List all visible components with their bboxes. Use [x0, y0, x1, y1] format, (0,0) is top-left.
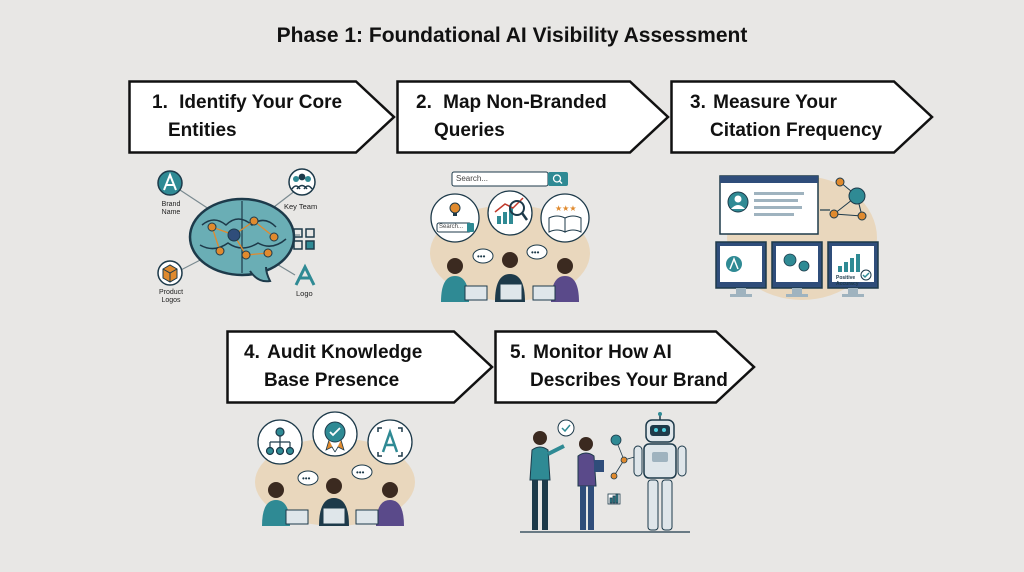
step-2-arrow-shape — [396, 80, 670, 154]
step-1-arrow-shape — [128, 80, 396, 154]
scan-logo-icon — [377, 427, 403, 457]
step-3-line1: Measure Your — [713, 92, 838, 113]
person-woman-icon — [577, 437, 604, 530]
product-box-icon — [157, 260, 183, 286]
lightbulb-icon — [449, 202, 461, 216]
people-group-icon — [262, 478, 404, 526]
step-4: 4. Audit Knowledge Base Presence — [226, 330, 494, 404]
network-nodes-icon — [829, 177, 867, 221]
step-5: 5. Monitor How AI Describes Your Brand — [494, 330, 756, 404]
illustration-non-branded-queries: ★★★ ••• ••• Search... Search... — [425, 168, 595, 306]
step-4-number: 4. — [244, 342, 260, 363]
gear-icon — [783, 253, 810, 272]
search-icon — [552, 174, 563, 184]
person-man-icon — [529, 431, 565, 530]
step-2-line2: Queries — [434, 120, 505, 141]
team-icon — [288, 168, 316, 196]
brand-logo-icon — [157, 170, 183, 196]
page-title: Phase 1: Foundational AI Visibility Asse… — [276, 24, 748, 47]
step-3-arrow-shape — [670, 80, 934, 154]
step-4-line1: Audit Knowledge — [267, 342, 423, 363]
svg-text:•••: ••• — [531, 248, 540, 257]
award-badge-icon — [324, 421, 346, 453]
step-1-line2: Entities — [168, 120, 237, 141]
step-3-line2: Citation Frequency — [710, 120, 883, 141]
illustration-core-entities: Brand Name Key Team Product Logos Logo — [150, 165, 350, 310]
svg-text:•••: ••• — [356, 468, 365, 477]
svg-text:•••: ••• — [477, 252, 486, 261]
chart-magnifier-icon — [494, 197, 529, 224]
positive-label: Positive — [836, 275, 856, 281]
step-3: 3. Measure Your Citation Frequency — [670, 80, 934, 154]
product-logos-label: Product Logos — [158, 289, 184, 304]
step-1: 1. Identify Your Core Entities — [128, 80, 396, 154]
check-speech-icon — [557, 419, 575, 437]
logo-label: Logo — [296, 289, 313, 298]
step-2: 2. Map Non-Branded Queries — [396, 80, 670, 154]
book-icon: ★★★ — [548, 204, 582, 233]
step-5-line2: Describes Your Brand — [530, 370, 728, 391]
accuracy-label: Accuracy — [836, 281, 859, 287]
svg-text:•••: ••• — [302, 474, 311, 483]
check-circle-icon — [860, 269, 872, 281]
logo-a-icon — [294, 263, 316, 286]
step-2-line1: Map Non-Branded — [443, 92, 607, 113]
step-1-line1: Identify Your Core — [179, 92, 343, 113]
step-5-arrow-shape — [494, 330, 756, 404]
brand-a-icon — [726, 256, 742, 272]
bar-chart-icon — [838, 254, 860, 272]
step-5-line1: Monitor How AI — [533, 342, 672, 363]
step-3-number: 3. — [690, 92, 706, 113]
brand-name-label: Brand Name — [161, 201, 181, 216]
step-4-arrow-shape — [226, 330, 494, 404]
step-2-number: 2. — [416, 92, 432, 113]
svg-text:★★★: ★★★ — [555, 204, 577, 213]
search-bubble-placeholder: Search... — [439, 224, 464, 230]
step-1-number: 1. — [152, 92, 168, 113]
qr-code-icon — [293, 228, 315, 250]
hierarchy-icon — [265, 427, 295, 456]
step-4-line2: Base Presence — [264, 370, 400, 391]
search-bar-placeholder: Search... — [456, 174, 489, 183]
step-5-number: 5. — [510, 342, 526, 363]
people-group-icon — [441, 252, 579, 302]
network-nodes-icon — [607, 434, 639, 505]
illustration-knowledge-base: ••• ••• — [250, 410, 420, 530]
illustration-citation-frequency: Positive Accuracy — [712, 168, 882, 306]
key-team-label: Key Team — [284, 202, 318, 211]
brain-icon — [188, 197, 296, 283]
illustration-ai-monitor — [520, 410, 690, 534]
robot-icon — [633, 412, 687, 531]
